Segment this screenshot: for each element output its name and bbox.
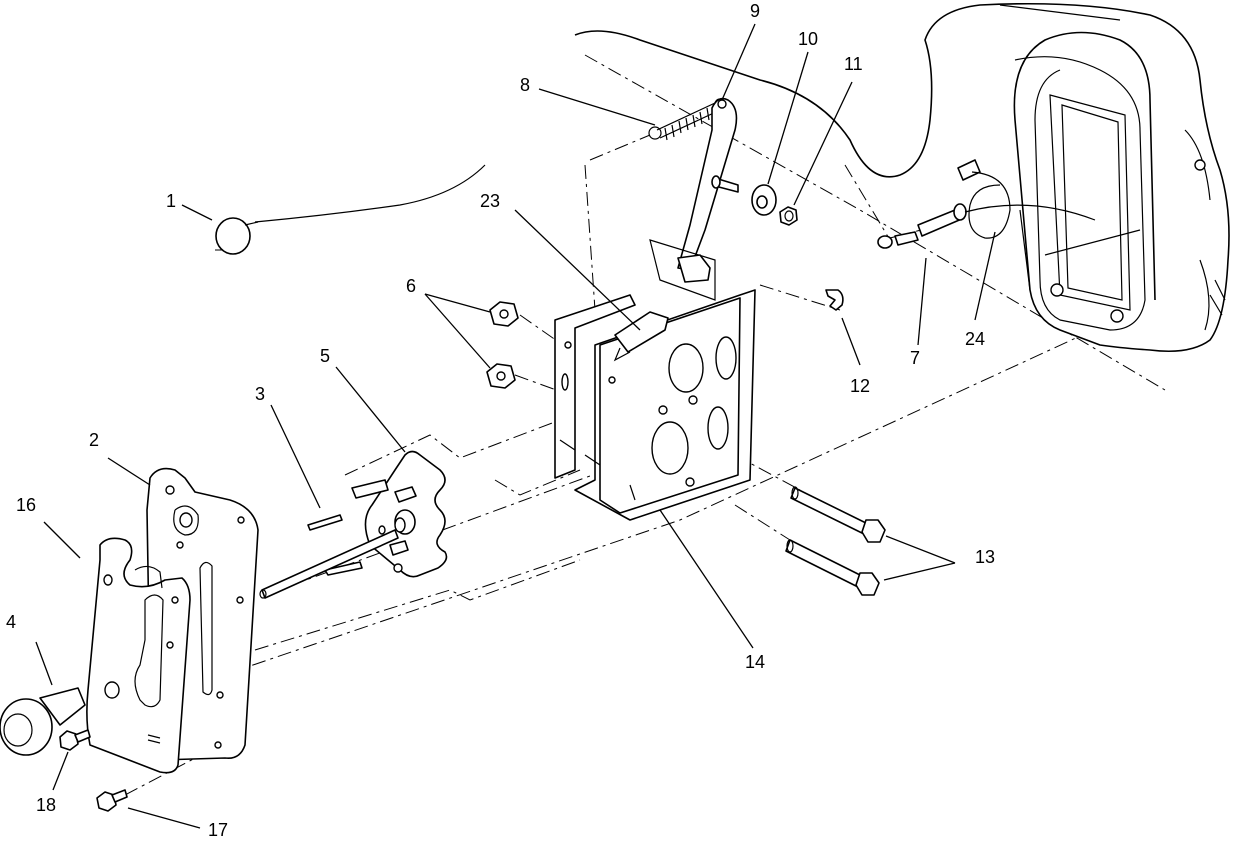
callout-16: 16 (16, 495, 36, 515)
throttle-cable-end (877, 203, 1096, 249)
control-knob (0, 687, 86, 756)
control-shaft (259, 529, 399, 599)
callout-24: 24 (965, 329, 985, 349)
callout-17: 17 (208, 820, 228, 840)
callout-1: 1 (166, 191, 176, 211)
washer (751, 184, 777, 216)
cable-tie (957, 159, 1011, 239)
callout-23: 23 (480, 191, 500, 211)
decal-plate (86, 537, 191, 774)
callout-14: 14 (745, 652, 765, 672)
control-bracket (554, 239, 756, 521)
callout-8: 8 (520, 75, 530, 95)
callout-10: 10 (798, 29, 818, 49)
bushing-upper (489, 301, 519, 327)
callout-4: 4 (6, 612, 16, 632)
cam-plate (307, 450, 448, 578)
retaining-clip (825, 289, 844, 311)
callout-12: 12 (850, 376, 870, 396)
bushing-lower (486, 363, 516, 389)
callout-labels: 1 2 3 4 5 6 7 8 9 10 11 12 13 14 16 17 1… (6, 1, 995, 840)
bolt-lower (785, 539, 880, 596)
extension-spring (648, 98, 726, 141)
callout-9: 9 (750, 1, 760, 21)
bolt-upper (790, 486, 886, 543)
callout-18: 18 (36, 795, 56, 815)
callout-7: 7 (910, 348, 920, 368)
callout-13: 13 (975, 547, 995, 567)
nut (779, 206, 798, 226)
callout-3: 3 (255, 384, 265, 404)
callout-11: 11 (844, 54, 863, 74)
callout-5: 5 (320, 346, 330, 366)
screw-17 (96, 789, 128, 812)
screw-18 (59, 729, 91, 751)
console-cover (574, 2, 1230, 353)
choke-cable-knob (215, 164, 486, 255)
callout-6: 6 (406, 276, 416, 296)
callout-2: 2 (89, 430, 99, 450)
leader-lines (35, 23, 996, 829)
